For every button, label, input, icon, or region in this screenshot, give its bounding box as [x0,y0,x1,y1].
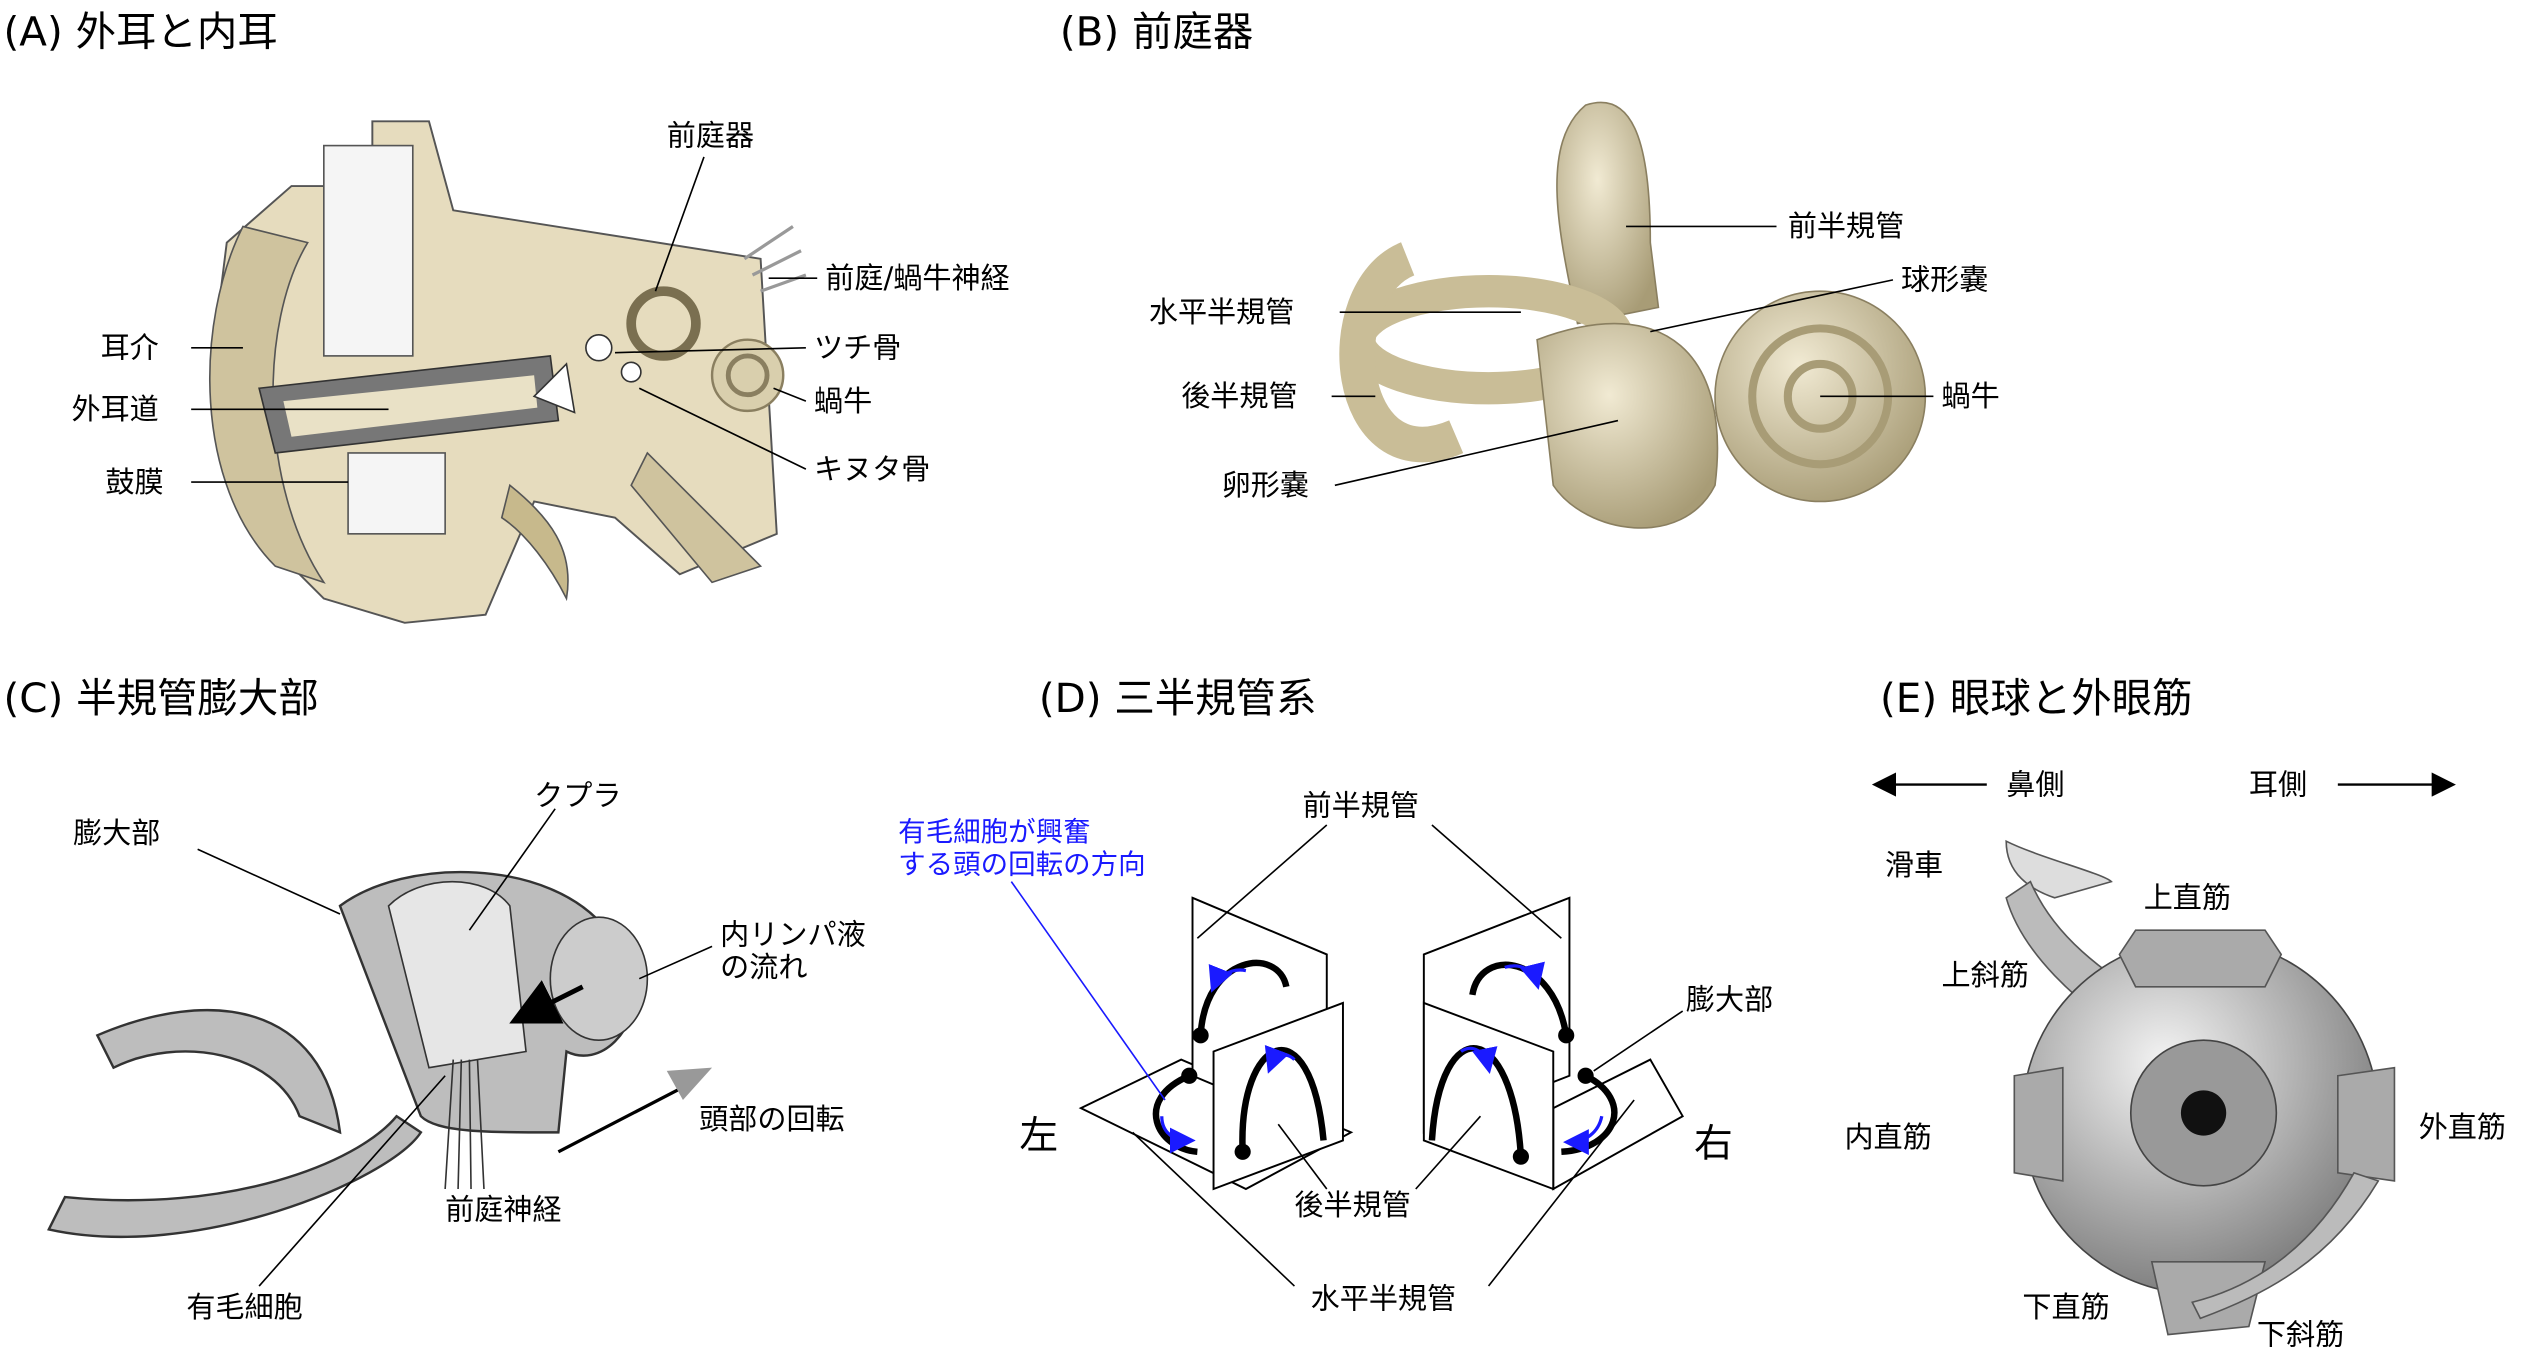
label-vestibular-organ: 前庭器 [667,119,754,153]
panel-d-title: (D) 三半規管系 [1039,674,1317,722]
panel-e: (E) 眼球と外眼筋 鼻側 耳側 滑車 上直筋 上斜筋 内直筋 外直筋 下直筋 … [1844,674,2506,1352]
label-right: 右 [1694,1122,1733,1167]
left-canal-system [1078,896,1354,1191]
label-lateral-rectus: 外直筋 [2419,1110,2506,1144]
eyeball-illustration [2005,839,2396,1336]
label-medial-rectus: 内直筋 [1844,1120,1931,1154]
label-cupula: クプラ [534,779,621,813]
label-posterior-canal-d: 後半規管 [1294,1188,1410,1222]
panel-b-title: (B) 前庭器 [1060,7,1253,55]
label-anterior-canal-b: 前半規管 [1788,209,1904,243]
label-inferior-rectus: 下直筋 [2022,1290,2109,1324]
panel-d: (D) 三半規管系 [898,674,1773,1316]
ampulla-illustration [47,870,713,1239]
panel-a-leader-lines [191,156,818,483]
label-superior-oblique: 上斜筋 [1941,958,2028,992]
label-vestibular-nerve: 前庭神経 [445,1193,561,1227]
label-head-rotation: 頭部の回転 [699,1102,845,1136]
label-inferior-oblique: 下斜筋 [2257,1317,2344,1351]
panel-b-leader-lines [1331,225,1934,487]
panel-a: (A) 外耳と内耳 前庭器 [4,7,1010,624]
panel-c-title: (C) 半規管膨大部 [4,674,319,722]
panel-a-title: (A) 外耳と内耳 [4,7,278,55]
label-hair-cells: 有毛細胞 [186,1290,302,1324]
label-horizontal-canal-d: 水平半規管 [1311,1282,1457,1316]
panel-e-title: (E) 眼球と外眼筋 [1880,674,2193,722]
note-hair-cell-excitation-1: 有毛細胞が興奮 [898,816,1091,848]
label-utricle: 卵形嚢 [1222,468,1309,502]
label-incus: キヌタ骨 [814,452,930,486]
label-nasal-side: 鼻側 [2006,767,2064,801]
label-endolymph-flow-2: の流れ [720,950,807,984]
label-eardrum: 鼓膜 [105,465,163,499]
label-ampulla-d: 膨大部 [1686,982,1773,1016]
label-auricle: 耳介 [101,331,159,365]
panel-b: (B) 前庭器 前半規管 球形嚢 水平半規管 後半規管 蝸牛 卵形嚢 [1060,7,2000,529]
label-cochlea-b: 蝸牛 [1941,379,1999,413]
label-saccule: 球形嚢 [1901,263,1988,297]
panel-c-leader-lines [197,808,713,1287]
label-left: 左 [1019,1114,1058,1159]
note-hair-cell-excitation-2: する頭の回転の方向 [898,849,1146,881]
label-vestibulocochlear-nerve: 前庭/蝸牛神経 [825,261,1009,295]
ear-illustration [209,120,807,624]
label-cochlea-a: 蝸牛 [814,384,872,418]
panel-d-leader-lines [1010,824,1684,1287]
label-horizontal-canal-b: 水平半規管 [1149,295,1295,329]
vestibular-organ-illustration [1339,101,1927,529]
panel-c: (C) 半規管膨大部 膨大部 クプラ 内リンパ液 の流れ 頭部の回転 前庭神経 … [4,674,866,1324]
label-trochlea: 滑車 [1885,848,1943,882]
label-malleus: ツチ骨 [814,331,901,365]
label-ampulla-c: 膨大部 [73,816,160,850]
label-anterior-canal-d: 前半規管 [1303,788,1419,822]
right-canal-system [1422,896,1684,1191]
label-ear-canal: 外耳道 [71,392,158,426]
label-endolymph-flow-1: 内リンパ液 [720,918,866,952]
label-superior-rectus: 上直筋 [2144,881,2231,915]
label-temporal-side: 耳側 [2249,767,2307,801]
label-posterior-canal-b: 後半規管 [1181,379,1297,413]
